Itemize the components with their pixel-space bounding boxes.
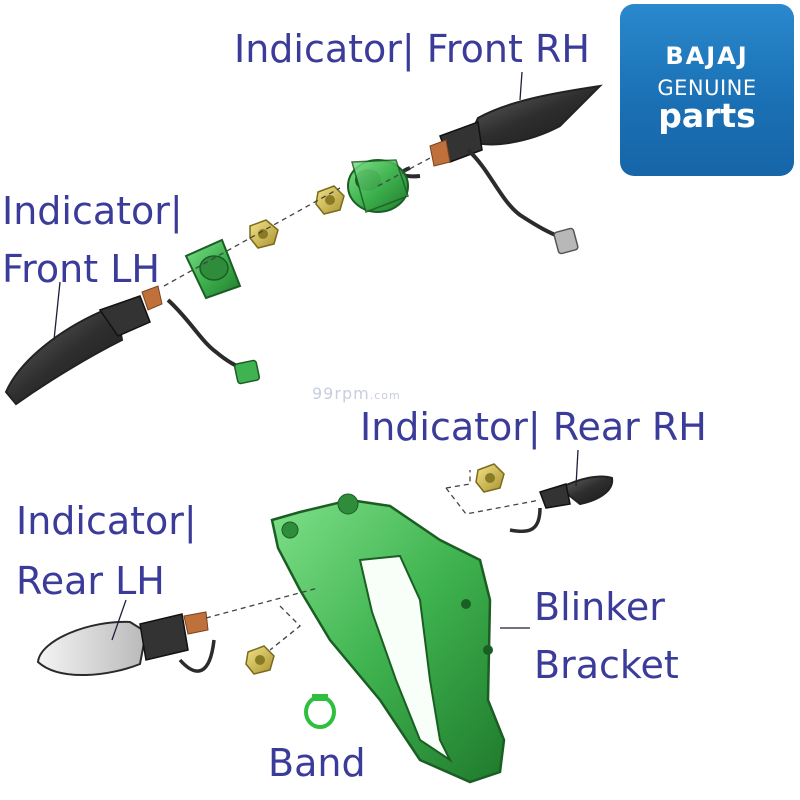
label-rear-lh-line1: Indicator| (16, 499, 197, 543)
front-rh-indicator (400, 84, 603, 255)
leader-lines (53, 71, 579, 641)
front-lh-indicator (4, 285, 261, 406)
label-front-rh: Indicator| Front RH (234, 27, 590, 71)
label-band: Band (268, 741, 366, 785)
rear-lh-indicator (36, 611, 216, 677)
logo-genuine: GENUINE (657, 76, 757, 100)
rear-lh-nut (245, 645, 275, 675)
label-rear-lh-line2: Rear LH (16, 559, 165, 603)
assembly-lines (163, 157, 541, 651)
label-front-lh-line2: Front LH (2, 247, 160, 291)
rear-rh-nut (475, 463, 505, 493)
front-lh-grommet (184, 238, 242, 300)
label-rear-rh: Indicator| Rear RH (360, 405, 707, 449)
front-lh-nut (249, 219, 279, 249)
bajaj-genuine-parts-logo: BAJAJ GENUINE parts (620, 4, 794, 176)
blinker-bracket (270, 493, 506, 784)
rear-rh-indicator (509, 475, 614, 534)
label-bracket: Bracket (534, 643, 679, 687)
watermark-site: 99rpm (312, 384, 370, 403)
logo-brand: BAJAJ (665, 42, 749, 70)
label-front-lh-line1: Indicator| (2, 189, 183, 233)
band-ring (304, 694, 336, 729)
front-rh-nut (315, 185, 345, 215)
logo-parts: parts (658, 96, 756, 135)
label-blinker: Blinker (534, 585, 665, 629)
watermark-tld: .com (369, 389, 401, 402)
watermark: 99rpm.com (312, 384, 401, 403)
